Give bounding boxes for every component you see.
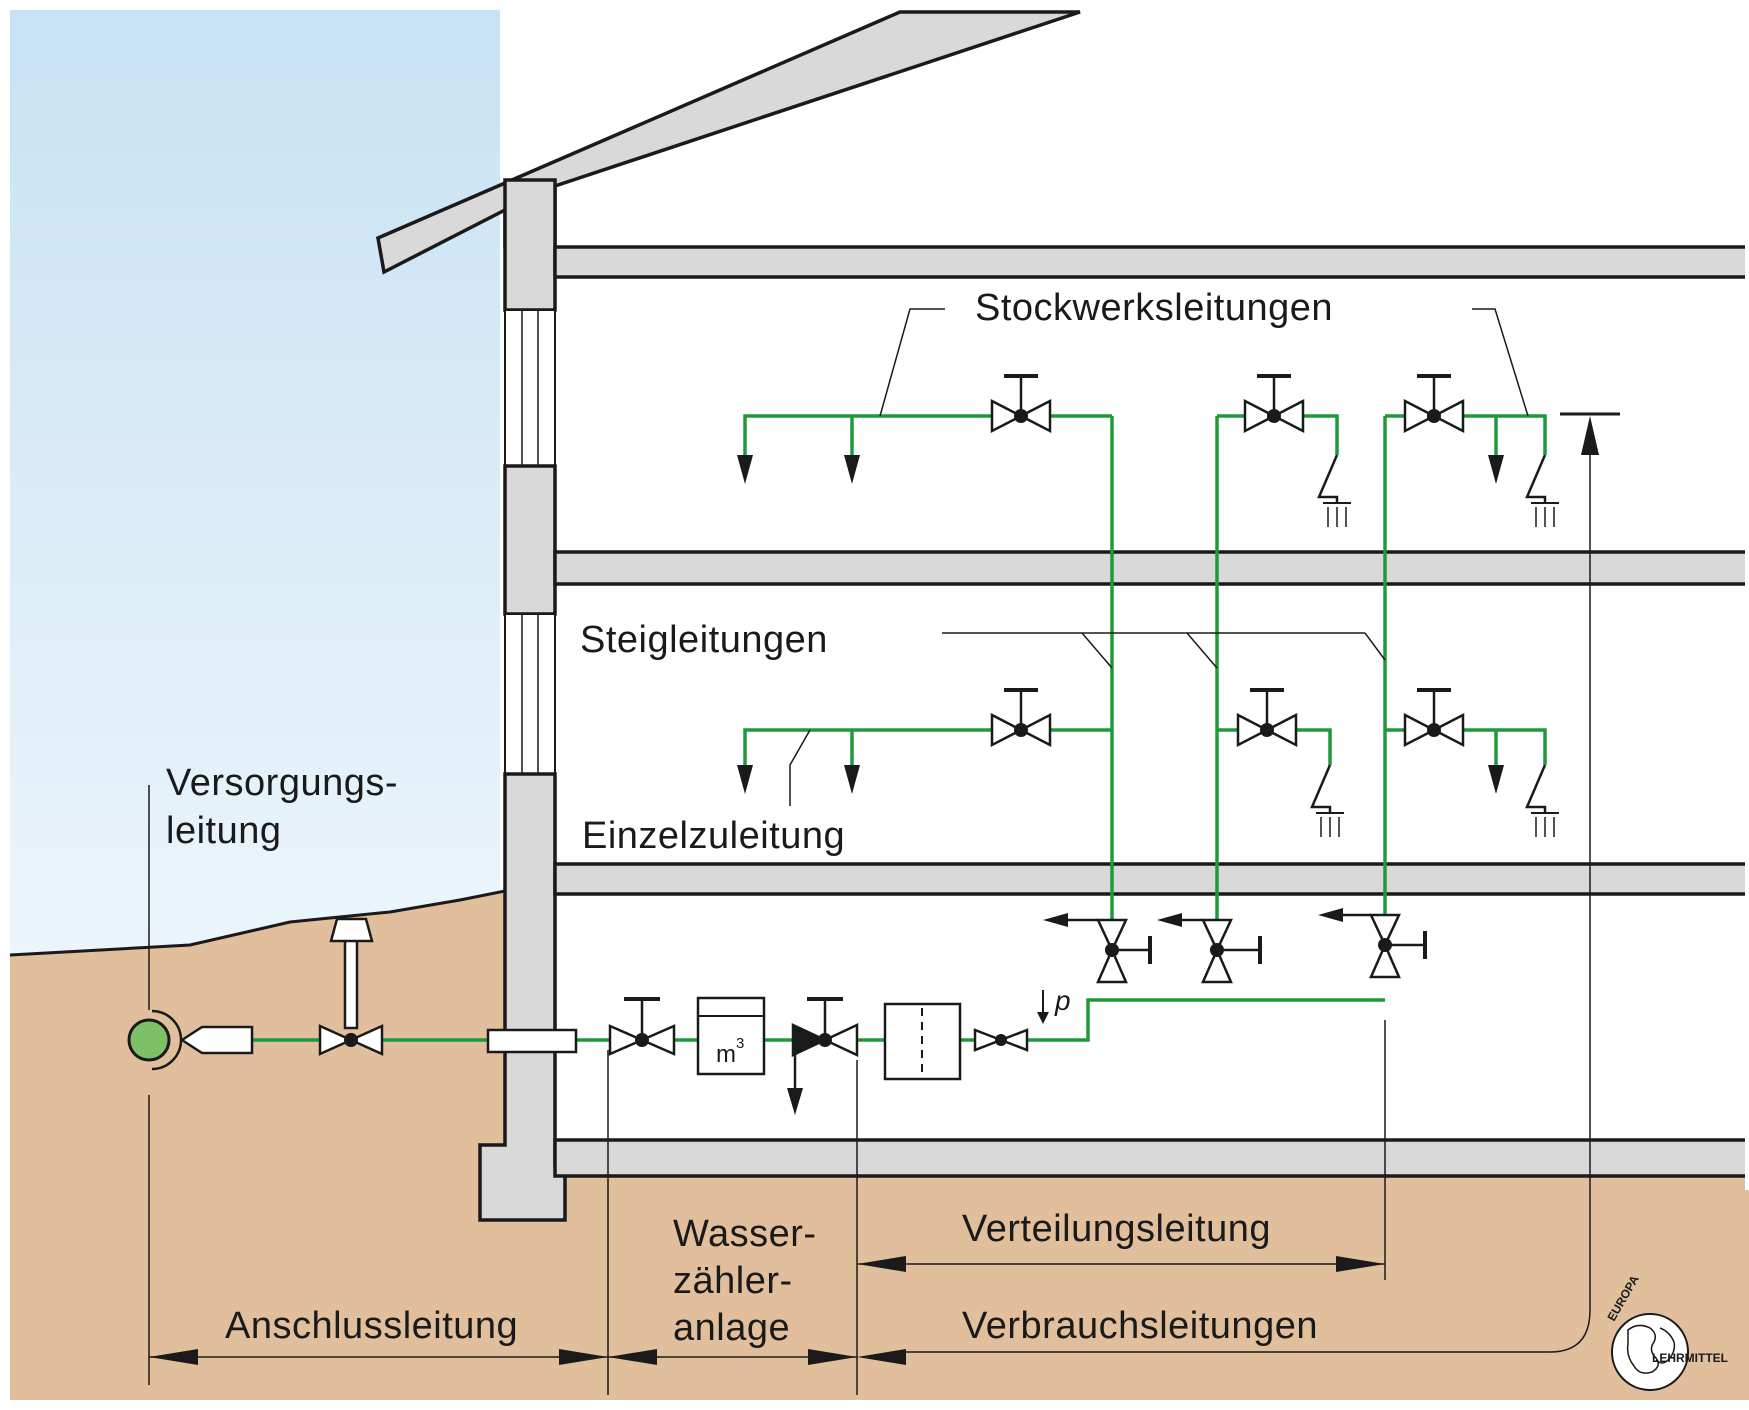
valve-icon [990,374,1052,434]
dimension-arrowheads [149,1256,1385,1365]
window-upper [504,309,556,467]
label-wasser-3: anlage [673,1307,790,1349]
leader-steig-1 [1081,632,1113,669]
pipe-distribution [1025,998,1385,1042]
leader-stockwerk-right [1472,308,1529,417]
label-steigleitungen: Steigleitungen [580,619,828,661]
street-valve-cap [329,917,374,943]
label-anschlussleitung: Anschlussleitung [225,1305,518,1347]
exterior-wall-upper [503,178,557,312]
valve-icon [1403,688,1465,748]
floor1-branch-a-left [743,728,992,765]
riser-valve-2 [1157,913,1262,984]
street-tapping-fitting [179,1025,254,1055]
slab-roof [553,245,1749,279]
floor2-branch-b-right [1303,414,1339,455]
leader-stockwerk-left [879,308,945,417]
shower-heads [1310,454,1559,837]
tap-outlet-icon [737,455,1504,794]
floor2-branch-a-left [743,414,992,455]
pressure-marker: p [1037,985,1071,1024]
shower-head-icon [1525,764,1559,837]
window-lower [504,613,556,775]
exterior-wall-basement [478,772,567,1222]
floor1-branch-c-right [1463,728,1547,765]
water-meter-icon: m 3 [696,996,766,1076]
valve-icon [990,688,1052,748]
street-valve-ball [344,1033,358,1047]
street-valve-body-right [347,1024,384,1056]
slab-mask [1745,240,1749,1190]
check-valve-icon [787,997,859,1115]
wall-sleeve [486,1028,578,1054]
valve-icon [1243,374,1305,434]
exterior-wall-mid [503,464,557,616]
street-valve-icon [318,917,384,1056]
label-versorgungsleitung-2: leitung [166,810,281,852]
leader-einzel [789,729,811,806]
supply-main-icon [127,1009,254,1071]
pressure-reducer-icon [973,1028,1029,1052]
label-stockwerksleitungen: Stockwerksleitungen [975,287,1333,329]
leader-steig-2 [1186,632,1218,669]
label-wasser-1: Wasser- [673,1213,817,1255]
slab-middle [553,862,1749,896]
meter-unit: m [716,1041,736,1068]
meter-exponent: 3 [736,1035,744,1052]
shutoff-valve-icon [608,997,676,1056]
leader-steig-3 [1364,632,1386,661]
leader-lines [148,308,1529,1010]
label-versorgungsleitung-1: Versorgungs- [166,762,398,804]
shower-head-icon [1525,454,1559,527]
street-valve-body-left [318,1024,355,1056]
floor1-branch-b-right [1296,728,1332,765]
valve-icon [1403,374,1465,434]
filter-icon [883,1002,962,1081]
label-verteilungsleitung: Verteilungsleitung [962,1208,1271,1250]
ground-soil [10,890,510,1400]
label-wasser-2: zähler- [673,1260,793,1302]
floor-valves [990,374,1465,748]
valve-icon [1236,688,1298,748]
label-verbrauchsleitungen: Verbrauchsleitungen [962,1305,1318,1347]
label-einzelzuleitung: Einzelzuleitung [582,815,845,857]
ground-soil-under-house [490,1160,1749,1400]
consumption-arrow [900,412,1620,1353]
dimension-lines [148,1020,1386,1395]
supply-main-pipe [127,1018,171,1062]
slab-upper [553,550,1749,586]
logo-text-bottom: LEHRMITTEL [1652,1351,1728,1365]
ground-line [9,888,511,957]
floor2-branch-c-right [1463,414,1547,455]
riser-valve-3 [1318,908,1427,979]
street-valve-stem [343,934,359,1030]
pressure-label: p [1054,985,1071,1016]
shower-head-icon [1310,764,1344,837]
shower-head-icon [1317,454,1351,527]
riser-valve-1 [1043,913,1152,984]
slab-basement-floor [553,1138,1749,1178]
